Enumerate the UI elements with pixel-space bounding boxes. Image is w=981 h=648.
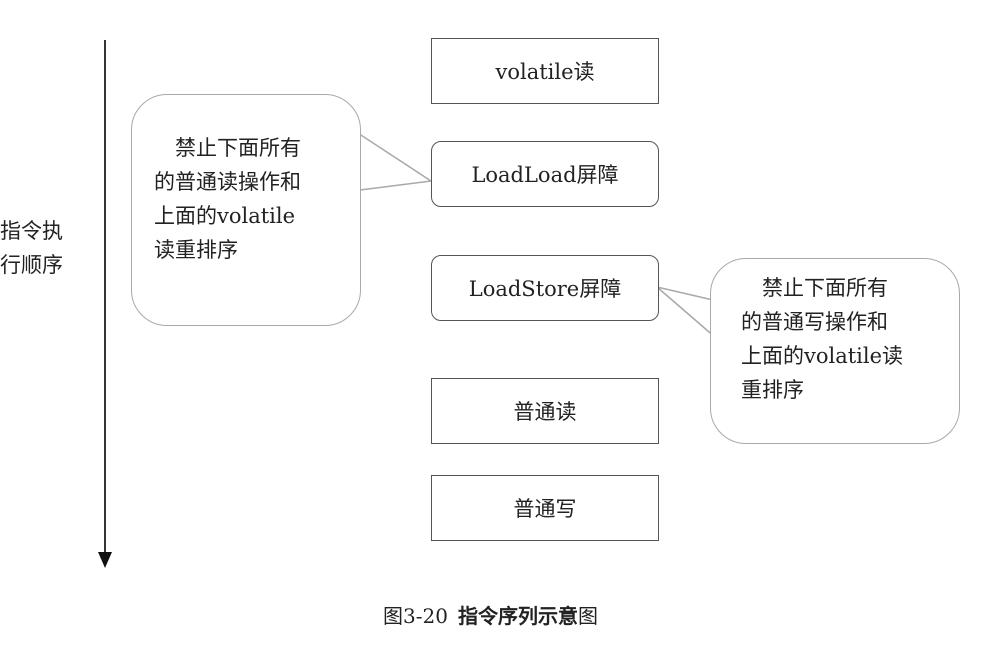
down-arrow-icon — [98, 552, 112, 568]
sequence-box-loadstore-barrier: LoadStore屏障 — [431, 255, 659, 321]
loadload-callout-line-4: 读重排序 — [154, 238, 238, 262]
figure-caption-title: 指令序列示意 — [457, 604, 578, 628]
sequence-box-normal-write: 普通写 — [431, 475, 659, 541]
loadstore-callout-line-3: 上面的volatile读 — [741, 344, 904, 368]
loadload-callout-line-1: 禁止下面所有 — [154, 136, 301, 160]
sequence-box-volatile-read: volatile读 — [431, 38, 659, 104]
loadstore-callout: 禁止下面所有 的普通写操作和 上面的volatile读 重排序 — [710, 258, 960, 444]
figure-caption-suffix: 图 — [577, 604, 598, 628]
figure-caption-number: 图3-20 — [383, 604, 448, 628]
loadstore-callout-line-4: 重排序 — [741, 378, 804, 402]
figure-caption: 图3-20 指令序列示意图 — [0, 600, 981, 629]
execution-order-label-line-1: 指令执 — [0, 219, 63, 243]
loadload-callout-line-2: 的普通读操作和 — [154, 170, 301, 194]
right-callout-pointer — [656, 286, 717, 339]
execution-order-label-line-2: 行顺序 — [0, 253, 63, 277]
sequence-box-normal-read: 普通读 — [431, 378, 659, 444]
execution-order-axis-line — [104, 40, 106, 552]
loadstore-callout-line-2: 的普通写操作和 — [741, 310, 888, 334]
sequence-box-loadload-barrier: LoadLoad屏障 — [431, 141, 659, 207]
loadload-callout-line-3: 上面的volatile — [154, 204, 296, 228]
loadstore-callout-line-1: 禁止下面所有 — [741, 276, 888, 300]
loadload-callout: 禁止下面所有 的普通读操作和 上面的volatile 读重排序 — [131, 94, 361, 326]
